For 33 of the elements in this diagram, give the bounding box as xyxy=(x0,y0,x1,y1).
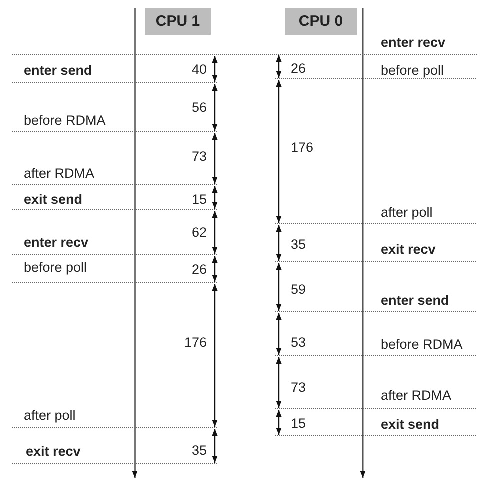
event-label: enter recv xyxy=(24,235,89,251)
duration-value: 73 xyxy=(291,380,306,396)
event-label: exit send xyxy=(24,192,83,208)
duration-value: 56 xyxy=(192,100,207,116)
event-label: exit recv xyxy=(26,444,81,460)
duration-value: 62 xyxy=(192,225,207,241)
event-label: enter send xyxy=(381,293,450,309)
event-label: after RDMA xyxy=(24,166,95,182)
duration-value: 26 xyxy=(291,61,306,77)
event-label: after RDMA xyxy=(381,388,452,404)
duration-value: 73 xyxy=(192,149,207,165)
duration-value: 15 xyxy=(291,416,306,432)
duration-value: 176 xyxy=(184,335,207,351)
duration-value: 59 xyxy=(291,282,306,298)
event-label: before RDMA xyxy=(24,113,106,129)
event-label: enter recv xyxy=(381,35,446,51)
duration-value: 35 xyxy=(291,237,306,253)
duration-value: 53 xyxy=(291,335,306,351)
duration-value: 35 xyxy=(192,443,207,459)
duration-value: 176 xyxy=(291,140,314,156)
cpu-header: CPU 0 xyxy=(285,8,357,35)
duration-value: 26 xyxy=(192,262,207,278)
event-label: exit send xyxy=(381,417,440,433)
event-label: exit recv xyxy=(381,242,436,258)
event-label: before poll xyxy=(24,260,88,276)
event-label: after poll xyxy=(24,408,76,424)
cpu-header: CPU 1 xyxy=(145,8,211,35)
duration-value: 15 xyxy=(192,192,207,208)
event-label: before poll xyxy=(381,63,444,79)
event-label: enter send xyxy=(24,63,92,79)
duration-value: 40 xyxy=(192,62,207,78)
event-label: before RDMA xyxy=(381,337,463,353)
event-label: after poll xyxy=(381,205,433,221)
